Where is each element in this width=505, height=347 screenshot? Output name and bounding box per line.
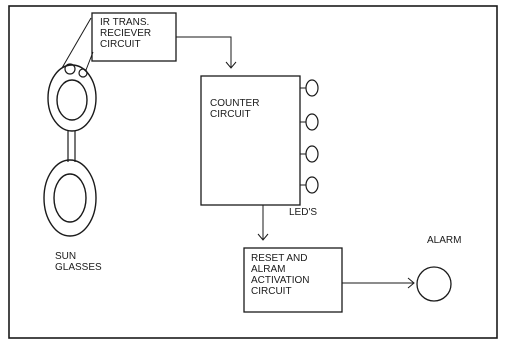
sun-glasses-label-line: SUN [55, 251, 102, 262]
reset-circuit-label-line: ALRAM [251, 264, 310, 275]
sun-glasses-label-line: GLASSES [55, 262, 102, 273]
leds-label: LED'S [289, 207, 317, 218]
ir-circuit-label-line: CIRCUIT [100, 39, 151, 50]
counter-circuit-label-line: CIRCUIT [210, 109, 259, 120]
sunglasses-icon [44, 64, 96, 236]
reset-circuit-label-line: ACTIVATION [251, 275, 310, 286]
glasses-link-line [62, 18, 91, 68]
led-icon [306, 80, 318, 193]
ir-circuit-label-line: RECIEVER [100, 28, 151, 39]
led-connectors [300, 88, 306, 185]
sun-glasses-label: SUN GLASSES [55, 251, 102, 273]
arrow-reset-to-alarm [342, 278, 414, 288]
counter-circuit-label-line: COUNTER [210, 98, 259, 109]
alarm-icon [417, 267, 451, 301]
ir-circuit-label-line: IR TRANS. [100, 17, 151, 28]
alarm-label: ALARM [427, 235, 461, 246]
arrow-ir-to-counter [176, 37, 236, 68]
counter-circuit-label: COUNTER CIRCUIT [210, 98, 259, 120]
counter-circuit-box [201, 76, 300, 205]
reset-circuit-label-line: CIRCUIT [251, 286, 310, 297]
reset-circuit-label-line: RESET AND [251, 253, 310, 264]
ir-circuit-label: IR TRANS. RECIEVER CIRCUIT [100, 17, 151, 50]
arrow-counter-to-reset [258, 205, 268, 240]
reset-circuit-label: RESET AND ALRAM ACTIVATION CIRCUIT [251, 253, 310, 297]
